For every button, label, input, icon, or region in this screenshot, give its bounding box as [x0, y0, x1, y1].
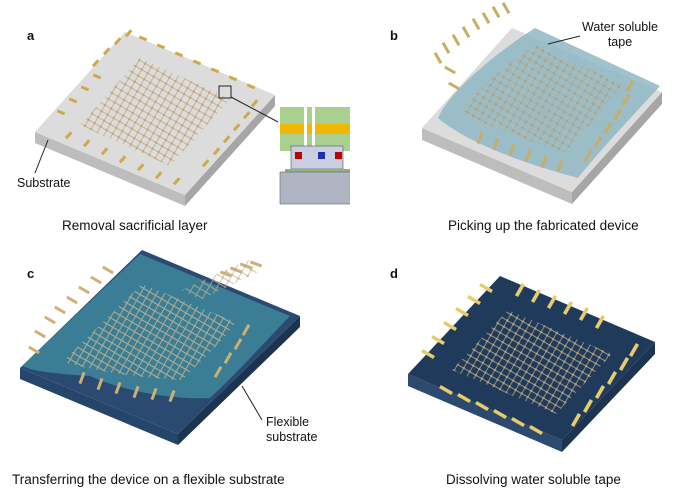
device-mesh — [452, 310, 612, 414]
panel-c: c Flexible substrate Transferring the de… — [0, 250, 350, 500]
device-mesh-tail — [182, 260, 258, 300]
device-mesh — [80, 58, 230, 166]
panel-letter: b — [390, 28, 398, 43]
contact-pads — [433, 2, 635, 173]
tape-label-line1: Water soluble — [582, 20, 658, 34]
panel-b: b Water soluble tape Picking up the fabr… — [350, 0, 700, 250]
panel-d: d Dissolving water soluble tape — [350, 250, 700, 500]
panel-caption: Picking up the fabricated device — [448, 218, 639, 233]
panel-letter: c — [27, 266, 35, 281]
panel-b-illustration — [422, 2, 662, 204]
device-mesh — [462, 45, 622, 152]
zoom-box — [218, 85, 232, 99]
flexible-substrate-side-right — [178, 316, 300, 445]
panel-caption: Transferring the device on a flexible su… — [12, 472, 285, 487]
flexible-label-line1: Flexible — [266, 415, 310, 429]
panel-d-illustration — [408, 276, 655, 452]
contact-pads — [56, 29, 259, 186]
tape-label: Water soluble tape — [582, 20, 658, 50]
flexible-label-line2: substrate — [266, 430, 318, 444]
flexible-substrate-side-right — [562, 342, 655, 452]
panel-letter: d — [390, 266, 398, 281]
flexible-substrate-side-left — [20, 368, 178, 445]
cross-section-inset — [279, 107, 350, 205]
flexible-leader — [241, 385, 263, 421]
substrate-side-right — [185, 95, 275, 206]
substrate-leader — [34, 139, 49, 174]
substrate-side-right — [572, 92, 662, 204]
substrate-side-left — [35, 132, 185, 206]
flexible-substrate-side-left — [408, 374, 562, 452]
tape-label-line2: tape — [607, 35, 633, 49]
tape-leader — [547, 35, 581, 45]
substrate-side-left — [422, 128, 572, 204]
flexible-label: Flexible substrate — [266, 415, 317, 445]
zoom-line — [230, 96, 279, 123]
panel-a: a Substrate Removal sacrificial layer — [0, 0, 350, 250]
panel-caption: Removal sacrificial layer — [62, 218, 208, 233]
panel-a-illustration — [34, 29, 350, 206]
panel-caption: Dissolving water soluble tape — [446, 472, 621, 487]
substrate-label: Substrate — [17, 176, 71, 190]
panel-letter: a — [27, 28, 35, 43]
device-mesh — [62, 284, 236, 380]
panel-c-illustration — [20, 250, 300, 445]
contact-pads — [421, 282, 640, 436]
